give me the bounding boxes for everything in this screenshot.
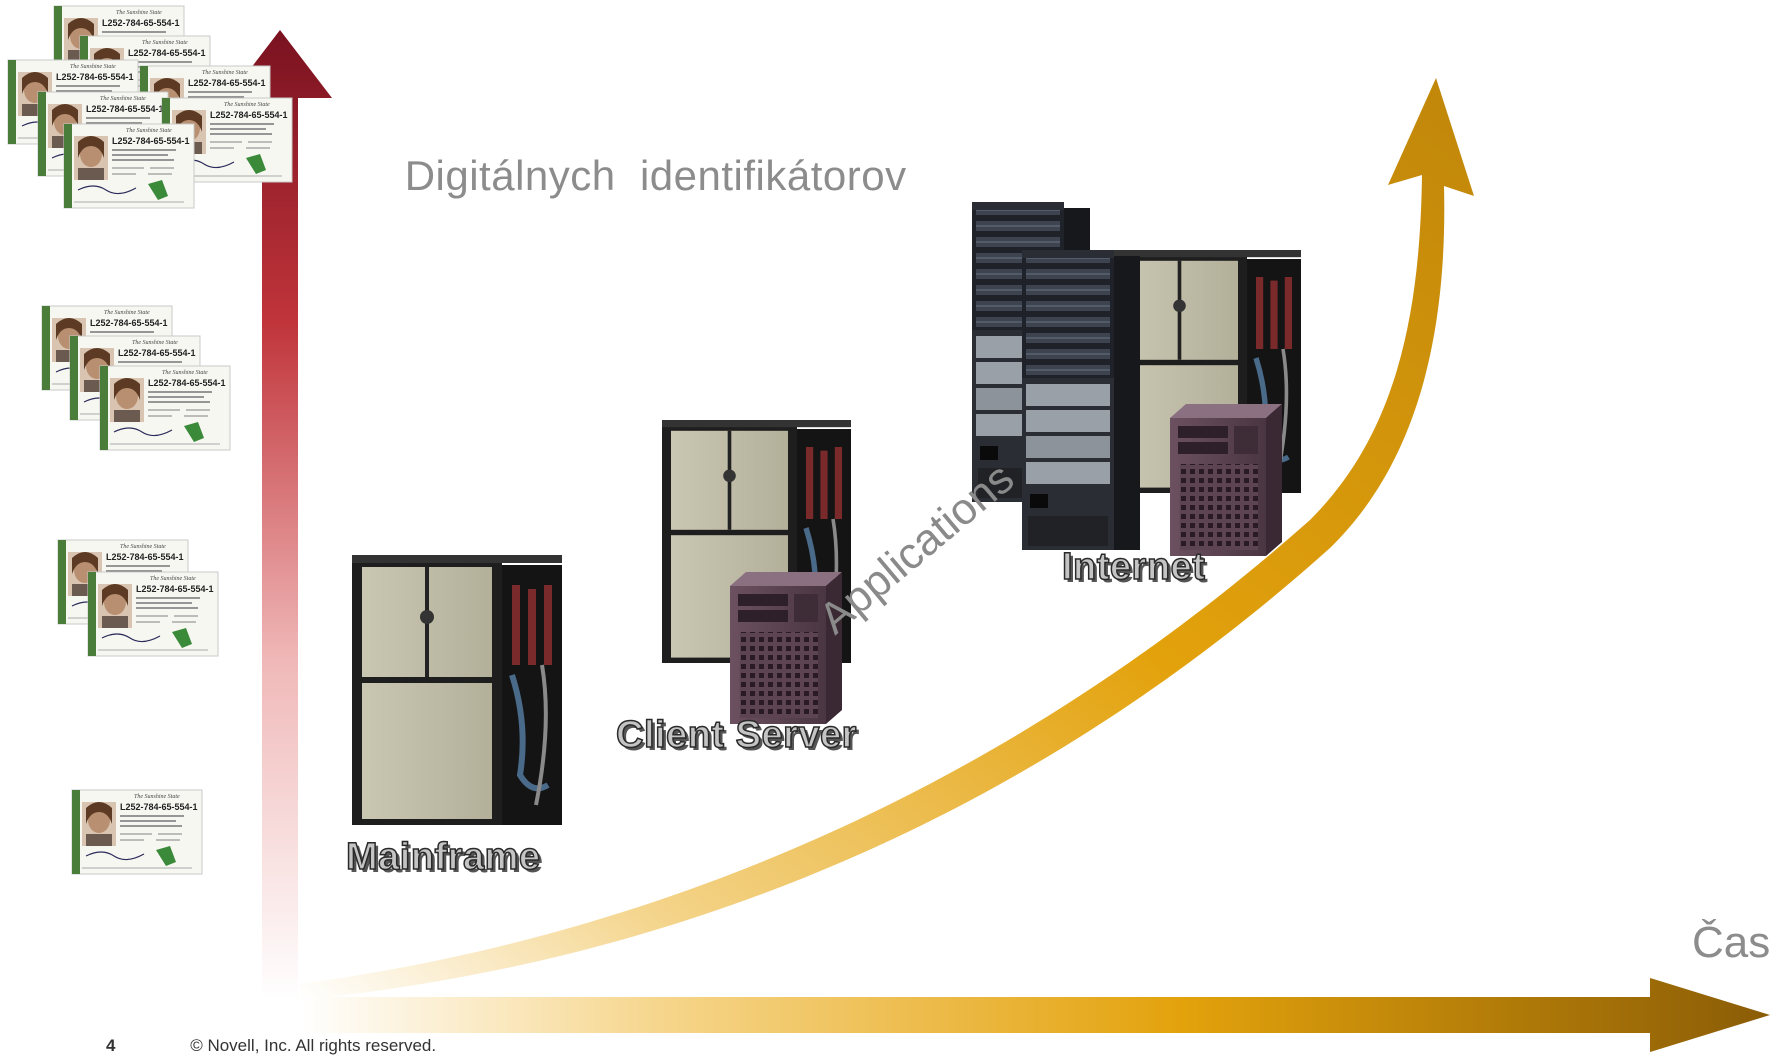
mainframe-computer bbox=[352, 555, 562, 825]
horizontal-axis-arrow bbox=[300, 978, 1770, 1052]
title-line-2: Digitálnych identifikátorov bbox=[404, 152, 907, 199]
slide-title: Digitálnych identifikátorov bbox=[356, 0, 907, 248]
time-axis-label: Čas bbox=[1692, 918, 1771, 967]
client-server-computers bbox=[662, 420, 851, 724]
copyright: © Novell, Inc. All rights reserved. bbox=[190, 1036, 437, 1055]
id-card-stack-large bbox=[7, 5, 293, 209]
page-number: 4 bbox=[106, 1036, 116, 1055]
era-label-internet: Internet bbox=[1061, 545, 1206, 589]
footer: 4 © Novell, Inc. All rights reserved. bbox=[106, 1036, 436, 1056]
era-label-client-server: Client Server bbox=[615, 713, 857, 757]
title-line-1 bbox=[356, 90, 907, 104]
internet-servers bbox=[972, 202, 1301, 556]
id-card-single bbox=[71, 789, 203, 875]
vertical-axis-arrow bbox=[228, 30, 332, 1000]
id-card-stack-small bbox=[57, 539, 219, 657]
era-label-mainframe: Mainframe bbox=[345, 835, 541, 879]
id-card-stack-medium bbox=[41, 305, 231, 451]
growth-curve-arrow bbox=[300, 78, 1474, 1000]
